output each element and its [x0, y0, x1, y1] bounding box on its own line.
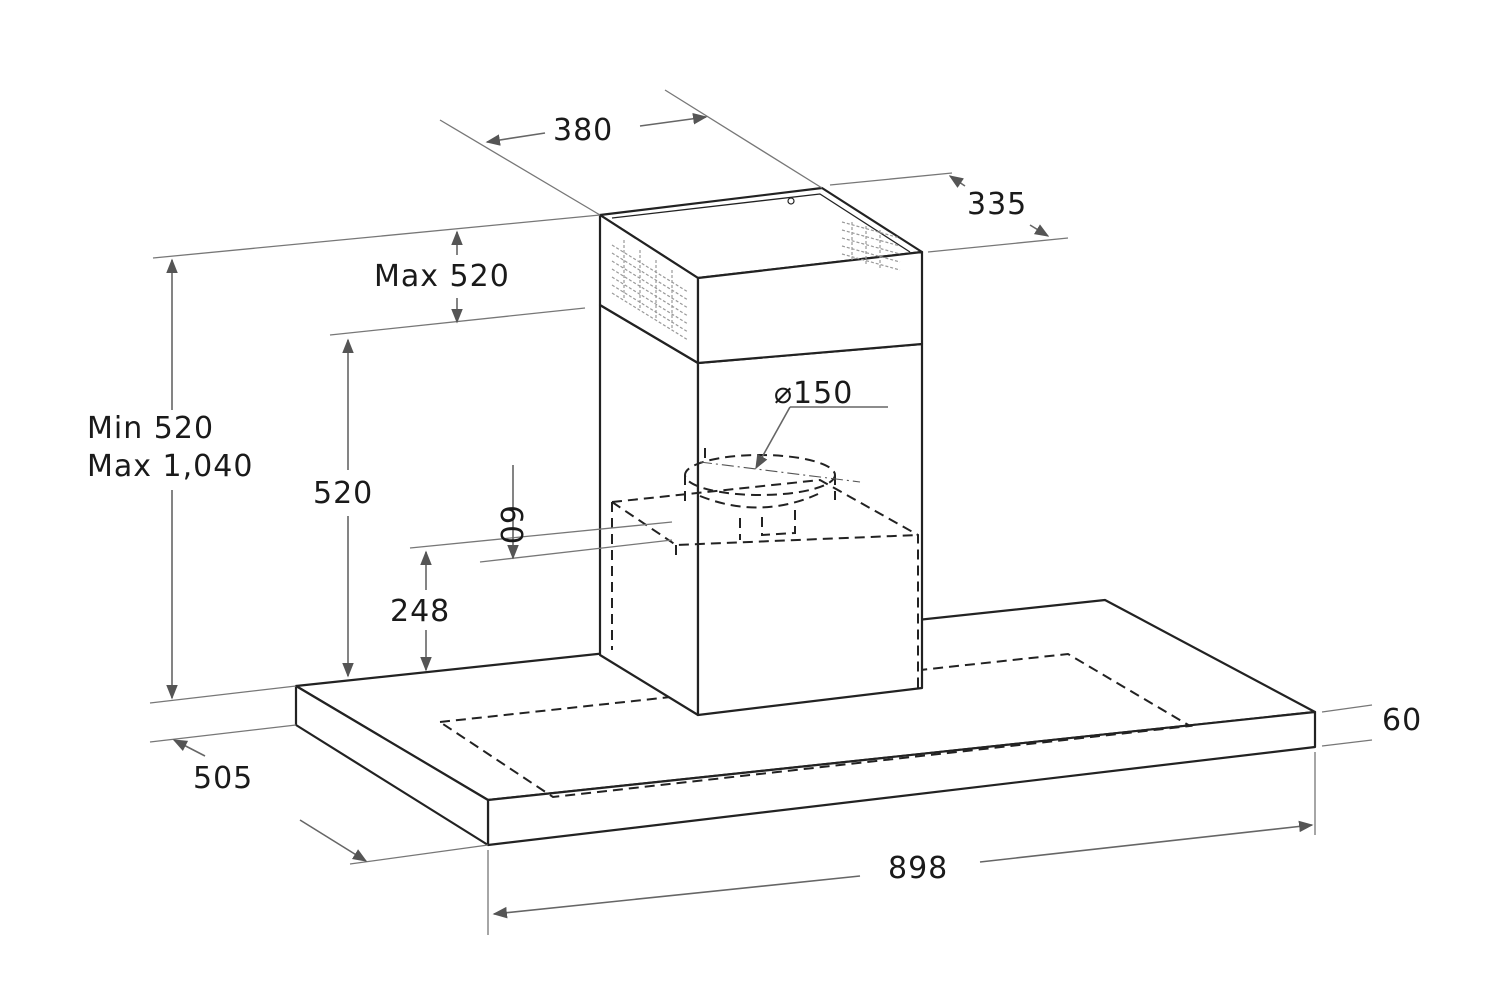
label-outlet-collar: 60	[493, 505, 528, 545]
dimension-labels: 380 335 Max 520 Min 520 Max 1,040 520 ⌀1…	[87, 113, 1422, 886]
dimension-arrows	[166, 113, 1314, 919]
label-total-height-max: Max 1,040	[87, 449, 253, 484]
vent-slots-left	[611, 240, 689, 341]
label-chimney-depth: 335	[967, 187, 1027, 222]
label-hood-width: 898	[888, 851, 948, 886]
label-total-height-min: Min 520	[87, 411, 214, 446]
chimney-lower	[598, 303, 924, 717]
chimney-upper	[598, 186, 924, 365]
label-chimney-width: 380	[553, 113, 613, 148]
label-outlet-diameter: ⌀150	[774, 376, 853, 411]
label-upper-extension: Max 520	[374, 259, 510, 294]
label-hood-thickness: 60	[1382, 703, 1422, 738]
label-hood-depth: 505	[193, 761, 253, 796]
label-lower-chimney-height: 520	[313, 476, 373, 511]
label-outlet-height: 248	[390, 594, 450, 629]
screw-icon	[787, 197, 795, 205]
hidden-blower-housing	[611, 448, 919, 688]
chimney-lower-front	[598, 303, 700, 717]
chimney-upper-side	[696, 250, 924, 365]
vent-slots-right	[841, 221, 901, 271]
